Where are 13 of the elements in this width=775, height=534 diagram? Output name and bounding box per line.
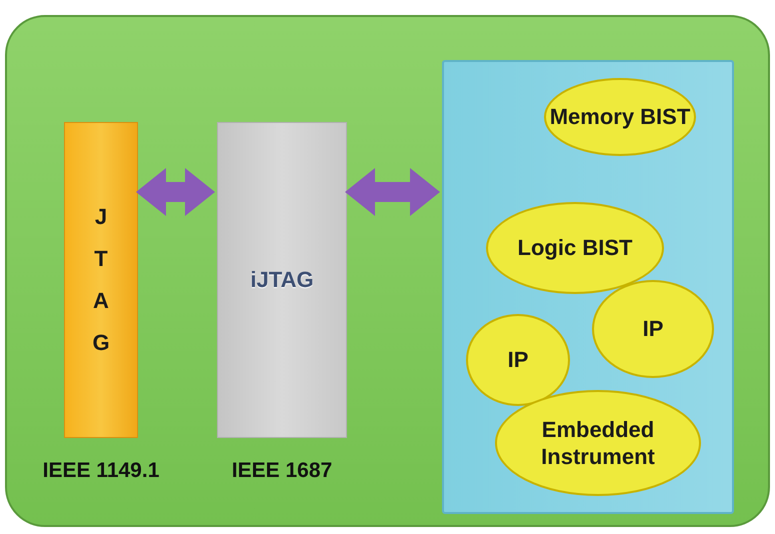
node-label: Embedded Instrument [540, 416, 656, 470]
node-label: Memory BIST [550, 103, 690, 131]
vertical-label: JTAG [91, 203, 111, 357]
node-label: IP [642, 315, 664, 343]
node-label: iJTAG [250, 266, 314, 294]
background-panel [5, 15, 770, 527]
standard-label: IEEE 1149.1 [42, 459, 160, 483]
double-arrow [136, 168, 215, 216]
node-label: IP [508, 346, 528, 374]
double-arrow [345, 168, 440, 216]
standard-label: IEEE 1687 [232, 459, 332, 483]
node-label: Logic BIST [518, 234, 632, 262]
chip-panel [442, 60, 734, 514]
